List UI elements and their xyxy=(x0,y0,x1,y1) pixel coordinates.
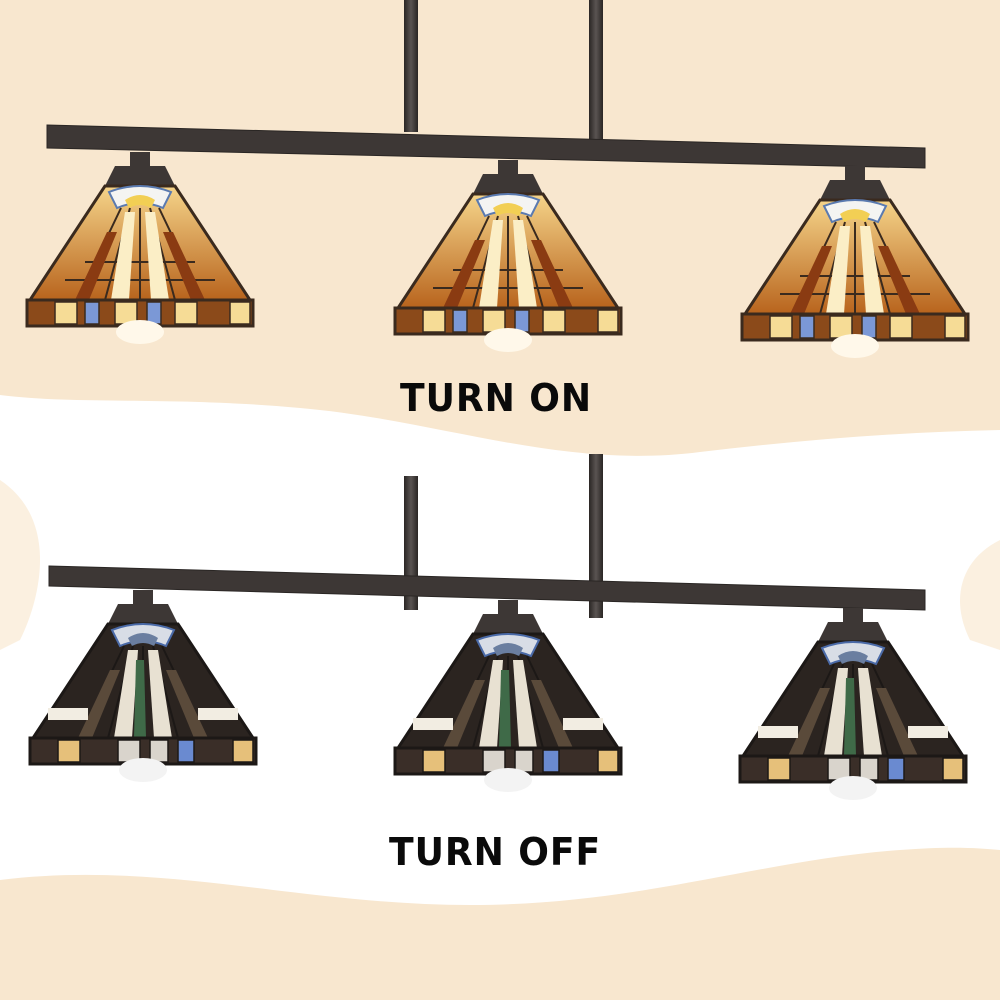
unlit-fixture xyxy=(28,454,968,800)
support-rod xyxy=(589,0,603,140)
turn-on-caption: TURN ON xyxy=(400,376,593,420)
support-rod xyxy=(589,454,603,618)
unlit-shade xyxy=(28,590,258,784)
lit-shade xyxy=(393,160,623,354)
support-rod xyxy=(404,0,418,132)
fixture-bar xyxy=(48,565,926,611)
unlit-shade xyxy=(738,608,968,800)
lit-fixture xyxy=(25,0,970,360)
unlit-shade xyxy=(393,600,623,794)
turn-off-caption: TURN OFF xyxy=(389,830,602,874)
fixture-bar xyxy=(46,124,926,169)
lit-shade xyxy=(740,166,970,360)
lit-shade xyxy=(25,152,255,346)
